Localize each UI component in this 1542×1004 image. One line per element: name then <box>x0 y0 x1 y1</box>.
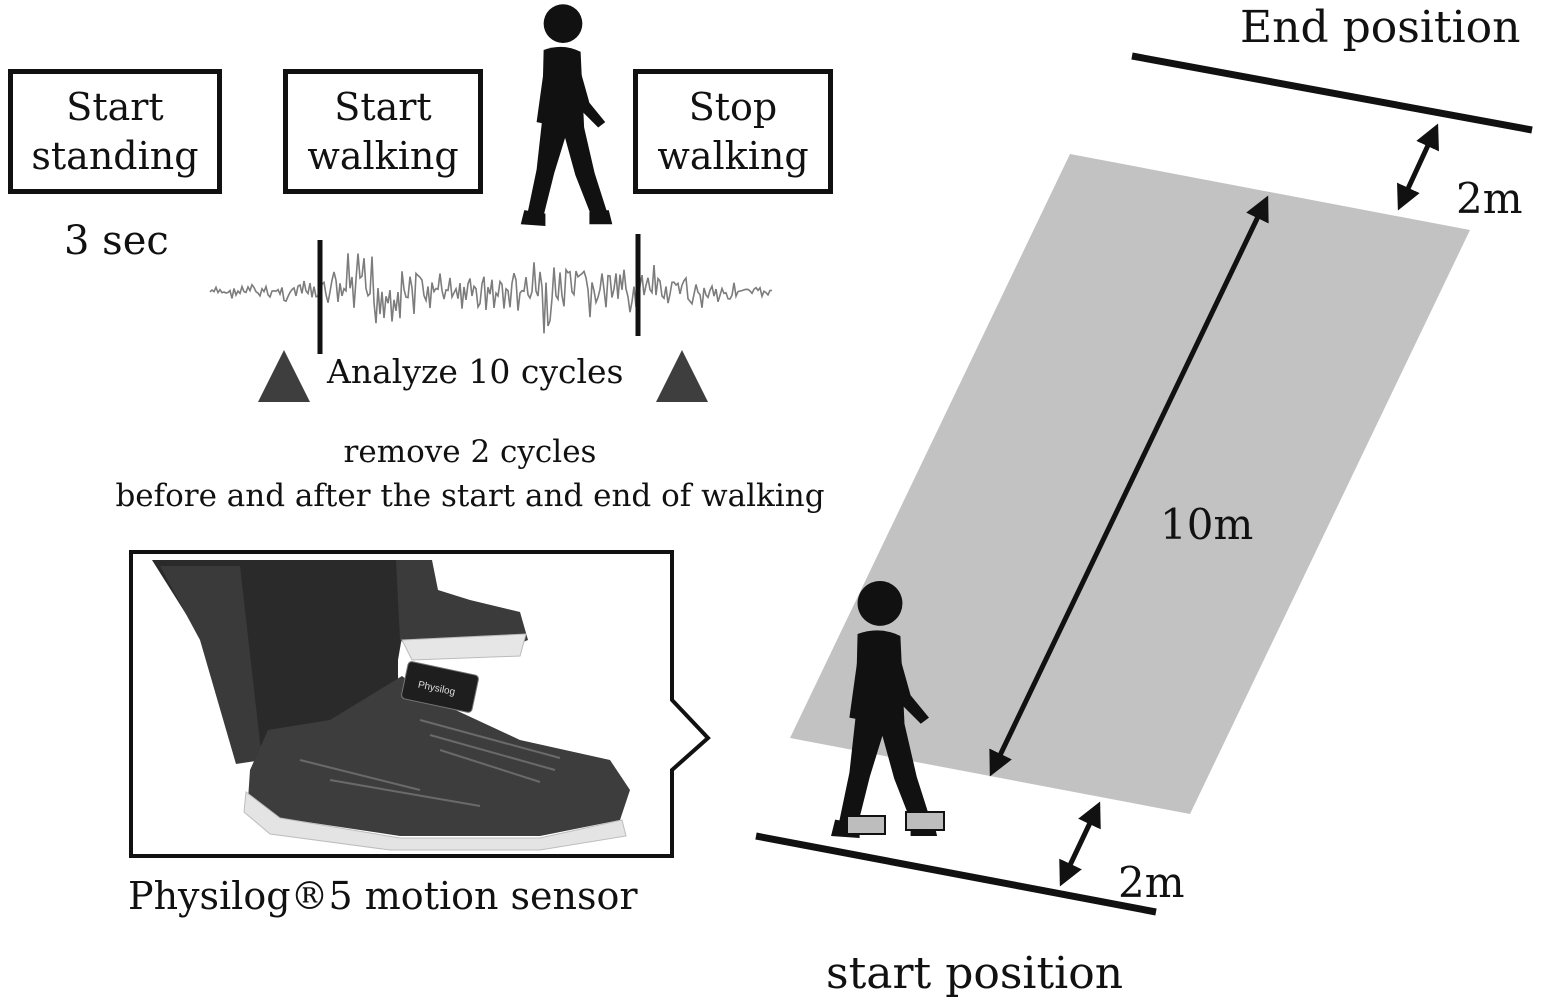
start-walking-line1: Start <box>334 84 432 129</box>
right-sensor-band <box>905 811 945 831</box>
standing-duration: 3 sec <box>64 218 169 264</box>
start-standing-line1: Start <box>66 84 164 129</box>
start-standing-box: Start standing <box>8 69 222 194</box>
left-sensor-band <box>846 815 886 835</box>
analysis-label: Analyze 10 cycles <box>327 352 624 391</box>
removal-marker-end <box>656 350 708 402</box>
stop-walking-box: Stop walking <box>633 69 833 194</box>
start-position-label: start position <box>826 948 1124 999</box>
sensor-caption: Physilog®5 motion sensor <box>128 874 638 918</box>
start-margin-label: 2m <box>1118 858 1185 907</box>
stop-walking-line2: walking <box>657 133 809 178</box>
end-margin-label: 2m <box>1456 174 1523 223</box>
walker-figure-protocol <box>520 4 613 226</box>
sensor-shoe-photo: Physilog <box>152 560 630 851</box>
start-standing-line2: standing <box>31 133 199 178</box>
start-position-line <box>755 832 1157 916</box>
walkway-length-label: 10m <box>1160 500 1254 549</box>
signal-waveform <box>209 253 773 334</box>
stop-walking-line1: Stop <box>688 84 778 129</box>
end-position-label: End position <box>1240 2 1521 53</box>
removal-note-line1: remove 2 cycles <box>343 434 597 470</box>
removal-note-line2: before and after the start and end of wa… <box>115 478 825 514</box>
walkway-length-arrow <box>989 195 1269 777</box>
end-margin-arrow <box>1397 123 1439 211</box>
removal-marker-start <box>258 350 310 402</box>
start-margin-arrow <box>1059 801 1101 887</box>
start-walking-line2: walking <box>307 133 459 178</box>
end-position-line <box>1131 52 1533 134</box>
start-walking-box: Start walking <box>283 69 483 194</box>
